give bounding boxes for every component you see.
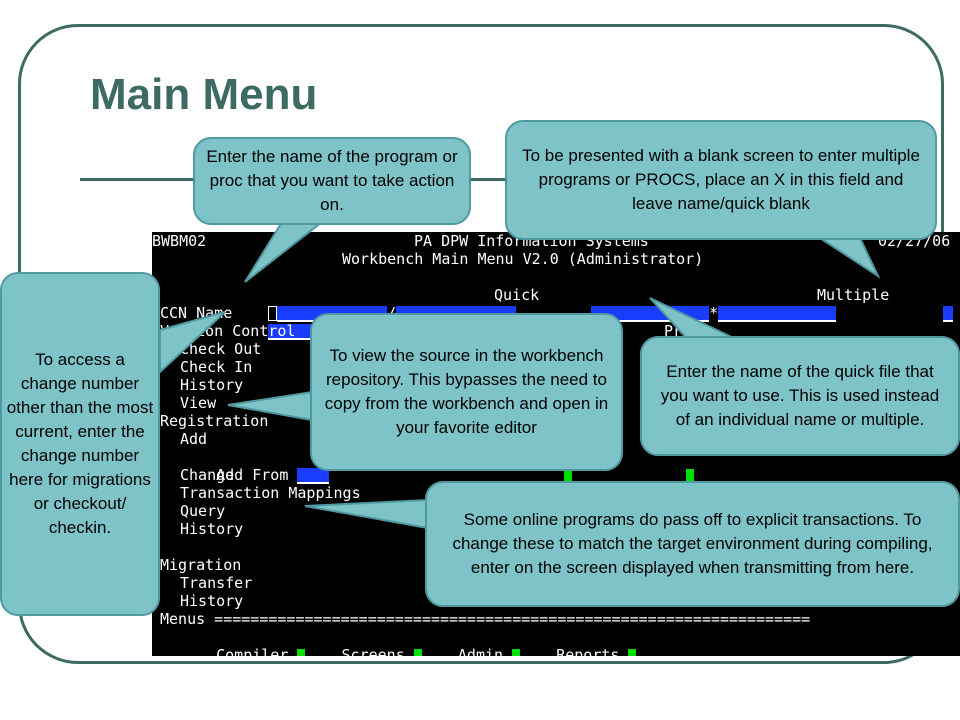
- menu-check-in[interactable]: Check In: [180, 358, 253, 376]
- callout-name-field: Enter the name of the program or proc th…: [193, 137, 471, 225]
- ccn-input[interactable]: [268, 323, 319, 340]
- menu-change[interactable]: Change: [180, 466, 235, 484]
- add-from-row: Add From: [180, 448, 330, 484]
- menu-screens[interactable]: Screens: [341, 646, 405, 656]
- quick-field-group: *: [555, 286, 837, 322]
- migration-heading: Migration: [160, 556, 242, 574]
- quick-separator: *: [709, 304, 719, 322]
- menu-history-version[interactable]: History: [180, 376, 244, 394]
- menu-query[interactable]: Query: [180, 502, 226, 520]
- menu-history-registration[interactable]: History: [180, 520, 244, 538]
- callout-multiple-field: To be presented with a blank screen to e…: [505, 120, 937, 240]
- multiple-field-group: [907, 286, 954, 322]
- multiple-label: Multiple: [817, 286, 890, 304]
- multiple-input[interactable]: [943, 305, 954, 322]
- callout-quick-field: Enter the name of the quick file that yo…: [640, 336, 960, 456]
- change-field-a: [564, 466, 572, 484]
- version-control-heading: Version Control: [160, 322, 296, 340]
- change-field-b: [686, 466, 694, 484]
- menus-row: Compiler Screens Admin Reports: [180, 628, 637, 656]
- name-field-group: /: [232, 286, 517, 322]
- screens-select[interactable]: [413, 648, 422, 656]
- reports-select[interactable]: [628, 648, 637, 656]
- menu-compiler[interactable]: Compiler: [216, 646, 289, 656]
- ccn-field-group: [232, 304, 319, 340]
- admin-select[interactable]: [512, 648, 521, 656]
- callout-view-option: To view the source in the workbench repo…: [310, 313, 623, 471]
- menu-view[interactable]: View: [180, 394, 217, 412]
- callout-transaction-mappings: Some online programs do pass off to expl…: [425, 481, 960, 607]
- text-cursor: [268, 306, 278, 321]
- menu-reports[interactable]: Reports: [556, 646, 620, 656]
- menu-check-out[interactable]: Check Out: [180, 340, 262, 358]
- quick-label: Quick: [494, 286, 540, 304]
- menu-add-from[interactable]: Add From: [216, 466, 289, 484]
- callout-ccn-field: To access a change number other than the…: [0, 272, 160, 616]
- menu-history-migration[interactable]: History: [180, 592, 244, 610]
- change-option-b[interactable]: [686, 468, 694, 483]
- header-system-id: BWBM02: [152, 232, 207, 250]
- quick-suffix-input[interactable]: [718, 305, 837, 322]
- name-row: Name: [160, 286, 232, 322]
- menus-divider: Menus ==================================…: [160, 610, 811, 628]
- menu-add[interactable]: Add: [180, 430, 208, 448]
- menu-admin[interactable]: Admin: [457, 646, 504, 656]
- name-label: Name: [196, 304, 233, 322]
- menu-transfer[interactable]: Transfer: [180, 574, 253, 592]
- ccn-label: CCN: [160, 304, 188, 322]
- slide-title: Main Menu: [90, 70, 318, 119]
- change-option-a[interactable]: [564, 468, 572, 483]
- compiler-select[interactable]: [297, 648, 306, 656]
- menu-transaction-mappings[interactable]: Transaction Mappings: [180, 484, 361, 502]
- screen-title: Workbench Main Menu V2.0 (Administrator): [342, 250, 704, 268]
- registration-heading: Registration: [160, 412, 269, 430]
- add-from-input[interactable]: [297, 467, 330, 484]
